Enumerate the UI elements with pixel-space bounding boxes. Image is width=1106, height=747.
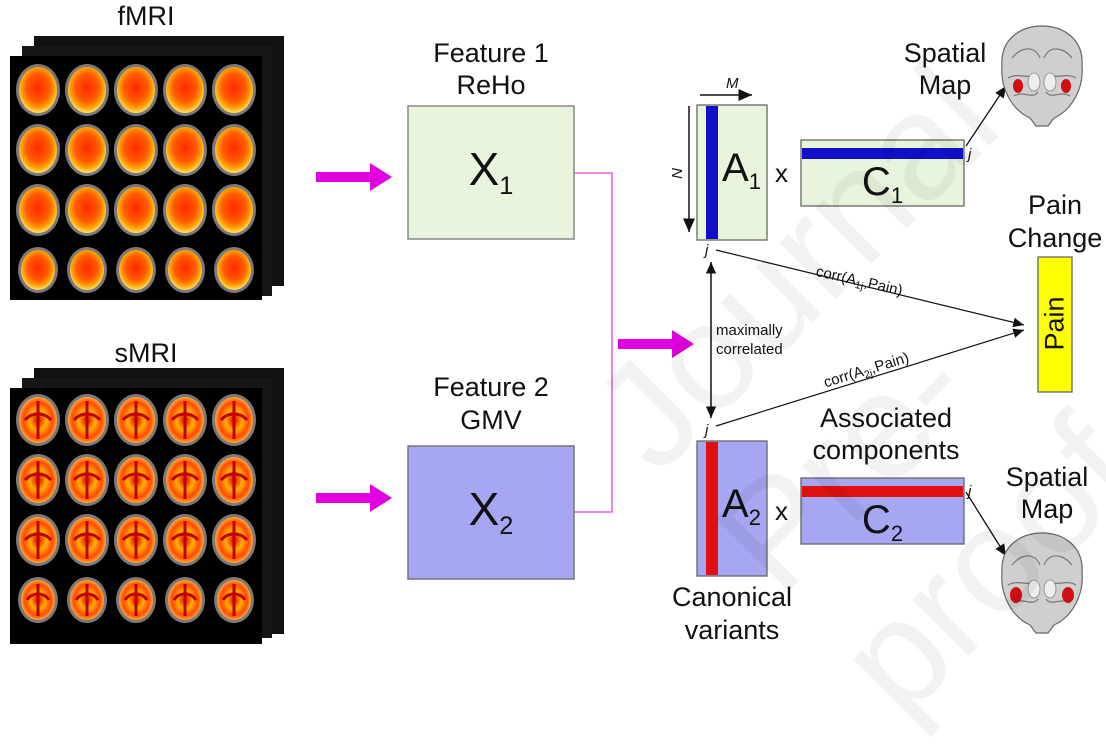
- brain-slice-detail: [172, 584, 198, 616]
- brain-slice: [68, 127, 106, 173]
- n-dimension-label: N: [668, 168, 686, 179]
- brain-slice-detail: [219, 401, 249, 439]
- fmri-label: fMRI: [117, 1, 175, 31]
- brain-slice-detail: [121, 401, 151, 439]
- brain-slice: [168, 250, 202, 290]
- feature1-box: [407, 105, 575, 240]
- pain-box-label: Pain: [1039, 296, 1070, 351]
- brain-slice-detail: [23, 521, 53, 559]
- brain-slice-detail: [170, 461, 200, 499]
- m-dimension-label: M: [726, 75, 739, 92]
- brain-slice: [70, 250, 104, 290]
- canonical-line2: variants: [684, 615, 780, 645]
- canonical-line1: Canonical: [671, 582, 793, 612]
- c2-label: C2: [861, 498, 904, 546]
- brain-slice: [19, 67, 57, 113]
- a2-label: A2: [722, 482, 761, 530]
- brain-slice-detail: [123, 584, 149, 616]
- a2-red-column: [706, 442, 718, 575]
- diagram-graphics: [10, 25, 1083, 644]
- times-sign-1: x: [775, 158, 788, 188]
- brain-slice: [117, 187, 155, 233]
- feature1-title: Feature 1: [433, 38, 549, 68]
- associated-line2: components: [812, 435, 960, 465]
- brain-slice: [119, 250, 153, 290]
- correlated-label: correlated: [716, 341, 783, 358]
- brain-slice: [215, 127, 253, 173]
- arrow-fmri-to-feature1: [316, 163, 392, 191]
- brain-slice-detail: [170, 401, 200, 439]
- spatial-map-top-line2: Map: [918, 70, 972, 100]
- a1-blue-column: [706, 106, 718, 239]
- corr-arrow-a2-pain: [715, 328, 1025, 427]
- spatial-map-bottom-line1: Spatial: [1005, 462, 1089, 492]
- brain-slice: [19, 187, 57, 233]
- spatial-map-top-line1: Spatial: [903, 38, 987, 68]
- activation-blob-left: [1010, 587, 1022, 603]
- brain-slice-detail: [74, 584, 100, 616]
- feature2-matrix-label: X2: [468, 483, 514, 540]
- brain-slice: [166, 67, 204, 113]
- brain-slice-detail: [221, 584, 247, 616]
- a2-index-j: j: [705, 422, 709, 439]
- feature1-subtitle: ReHo: [456, 70, 526, 100]
- brain-slice-detail: [25, 584, 51, 616]
- a1-index-j: j: [705, 242, 709, 259]
- feature2-box: [407, 445, 575, 580]
- activation-blob-left: [1013, 79, 1023, 93]
- coronal-brain-bottom: [1001, 532, 1083, 634]
- brain-slice: [21, 250, 55, 290]
- brain-slice: [19, 127, 57, 173]
- maximally-label: maximally: [716, 322, 783, 339]
- fmri-image-stack: [10, 36, 284, 300]
- c1-blue-row: [802, 148, 963, 159]
- brain-slice-detail: [72, 401, 102, 439]
- brain-slice: [215, 67, 253, 113]
- smri-label: sMRI: [114, 338, 178, 368]
- associated-line1: Associated: [819, 403, 953, 433]
- coronal-brain-top: [1001, 25, 1083, 127]
- diagram-canvas: Journal Pre-proof fMRI sMRI Feature 1 Re…: [10, 1, 1106, 745]
- brain-slice-detail: [219, 521, 249, 559]
- brain-slice-detail: [72, 521, 102, 559]
- magenta-arrows: [316, 163, 694, 513]
- brain-slice: [217, 250, 251, 290]
- brain-slice: [68, 67, 106, 113]
- brain-slice: [166, 187, 204, 233]
- brain-slice-detail: [121, 521, 151, 559]
- brain-slice: [166, 127, 204, 173]
- pain-change-title-line2: Change: [1007, 223, 1103, 253]
- brain-slice: [117, 127, 155, 173]
- c2-index-j: j: [968, 483, 972, 500]
- feature1-matrix-label: X1: [468, 143, 514, 200]
- activation-blob-right: [1062, 587, 1074, 603]
- smri-image-stack: [10, 368, 284, 644]
- pain-box: [1037, 256, 1073, 393]
- brain-slice-detail: [23, 401, 53, 439]
- bracket-join-line: [574, 172, 613, 513]
- c1-index-j: j: [968, 146, 972, 163]
- brain-slice-detail: [72, 461, 102, 499]
- brain-slice-detail: [170, 521, 200, 559]
- brain-slice: [215, 187, 253, 233]
- times-sign-2: x: [775, 496, 788, 526]
- arrow-smri-to-feature2: [316, 484, 392, 512]
- activation-blob-right: [1061, 79, 1071, 93]
- brain-slice-detail: [121, 461, 151, 499]
- arrow-to-cca: [618, 330, 694, 358]
- c2-red-row: [802, 486, 963, 497]
- a1-label: A1: [722, 146, 761, 194]
- spatial-map-bottom-line2: Map: [1020, 494, 1074, 524]
- brain-slice: [68, 187, 106, 233]
- brain-slice: [117, 67, 155, 113]
- feature2-title: Feature 2: [433, 372, 549, 402]
- pain-change-title-line1: Pain: [1027, 190, 1083, 220]
- arrow-c2-to-spatial-map: [965, 491, 1007, 557]
- feature2-subtitle: GMV: [460, 405, 522, 435]
- brain-slice-detail: [23, 461, 53, 499]
- brain-slice-detail: [219, 461, 249, 499]
- corr-arrow-a1-pain: [715, 249, 1025, 328]
- c1-label: C1: [861, 160, 904, 208]
- arrow-c1-to-spatial-map: [965, 85, 1007, 147]
